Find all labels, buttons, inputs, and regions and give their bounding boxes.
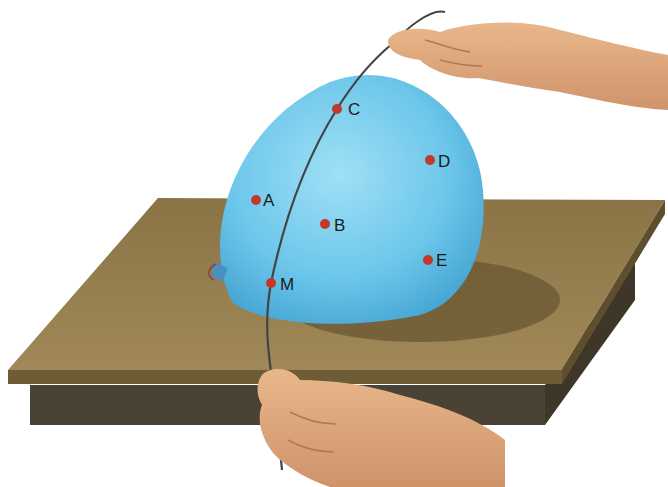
point-label: A (263, 192, 274, 209)
point-dot (332, 104, 342, 114)
upper-hand (388, 23, 668, 110)
knot-string (209, 264, 216, 280)
point-dot (425, 155, 435, 165)
point-label: E (436, 252, 447, 269)
point-dot (320, 219, 330, 229)
point-label: C (348, 101, 360, 118)
finger-lines (425, 40, 482, 66)
point-dot (266, 278, 276, 288)
lower-hand (258, 369, 506, 487)
balloon (220, 75, 484, 324)
table-side (562, 200, 665, 384)
point-dot (423, 255, 433, 265)
point-label: M (280, 276, 294, 293)
finger-lines (288, 412, 336, 452)
point-label: D (438, 153, 450, 170)
point-dot (251, 195, 261, 205)
point-label: B (334, 217, 345, 234)
